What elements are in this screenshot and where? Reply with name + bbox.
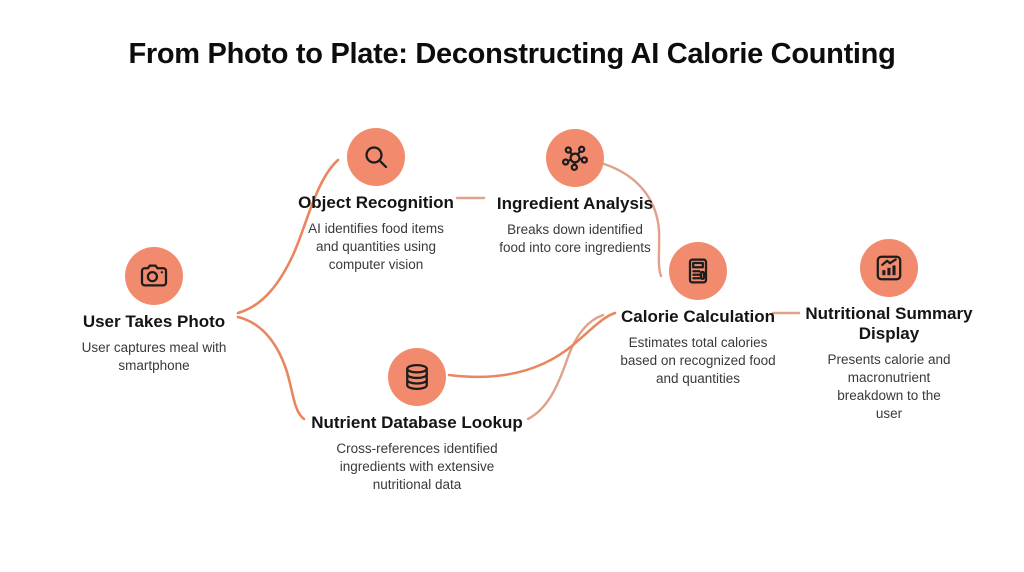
arrow-database-to-calorie-secondary [526, 313, 605, 421]
node-description: Cross-references identified ingredients … [336, 441, 498, 492]
node-object-recognition: Object Recognition AI identifies food it… [286, 128, 466, 274]
node-nutritional-summary-display: Nutritional Summary Display Presents cal… [799, 239, 979, 423]
node-description: User captures meal with smartphone [81, 340, 227, 373]
node-title: Nutritional Summary Display [805, 304, 973, 344]
node-title: Calorie Calculation [621, 307, 775, 326]
node-description: AI identifies food items and quantities … [308, 221, 444, 272]
arrow-user-to-nutrient-database [236, 315, 306, 421]
node-title: Object Recognition [298, 193, 454, 212]
node-title: Nutrient Database Lookup [311, 413, 523, 432]
bar-chart-icon-badge [860, 239, 918, 297]
node-ingredient-analysis: Ingredient Analysis Breaks down identifi… [490, 129, 660, 257]
node-title: User Takes Photo [82, 312, 226, 331]
node-description: Estimates total calories based on recogn… [620, 335, 776, 386]
magnifier-icon [365, 146, 388, 169]
calculator-icon-badge [669, 242, 727, 300]
camera-icon [140, 264, 168, 287]
node-nutrient-database-lookup: Nutrient Database Lookup Cross-reference… [302, 348, 532, 494]
magnifier-icon-badge [347, 128, 405, 186]
node-description: Breaks down identified food into core in… [499, 222, 651, 255]
database-icon-badge [388, 348, 446, 406]
node-user-takes-photo: User Takes Photo User captures meal with… [64, 247, 244, 375]
molecule-icon [561, 145, 589, 172]
calculator-icon [688, 258, 708, 284]
molecule-icon-badge [546, 129, 604, 187]
page-title: From Photo to Plate: Deconstructing AI C… [128, 38, 896, 70]
camera-icon-badge [125, 247, 183, 305]
node-title: Ingredient Analysis [496, 194, 654, 213]
node-description: Presents calorie and macronutrient break… [827, 352, 951, 421]
database-icon [406, 364, 428, 390]
bar-chart-icon [876, 255, 902, 281]
node-calorie-calculation: Calorie Calculation Estimates total calo… [608, 242, 788, 388]
